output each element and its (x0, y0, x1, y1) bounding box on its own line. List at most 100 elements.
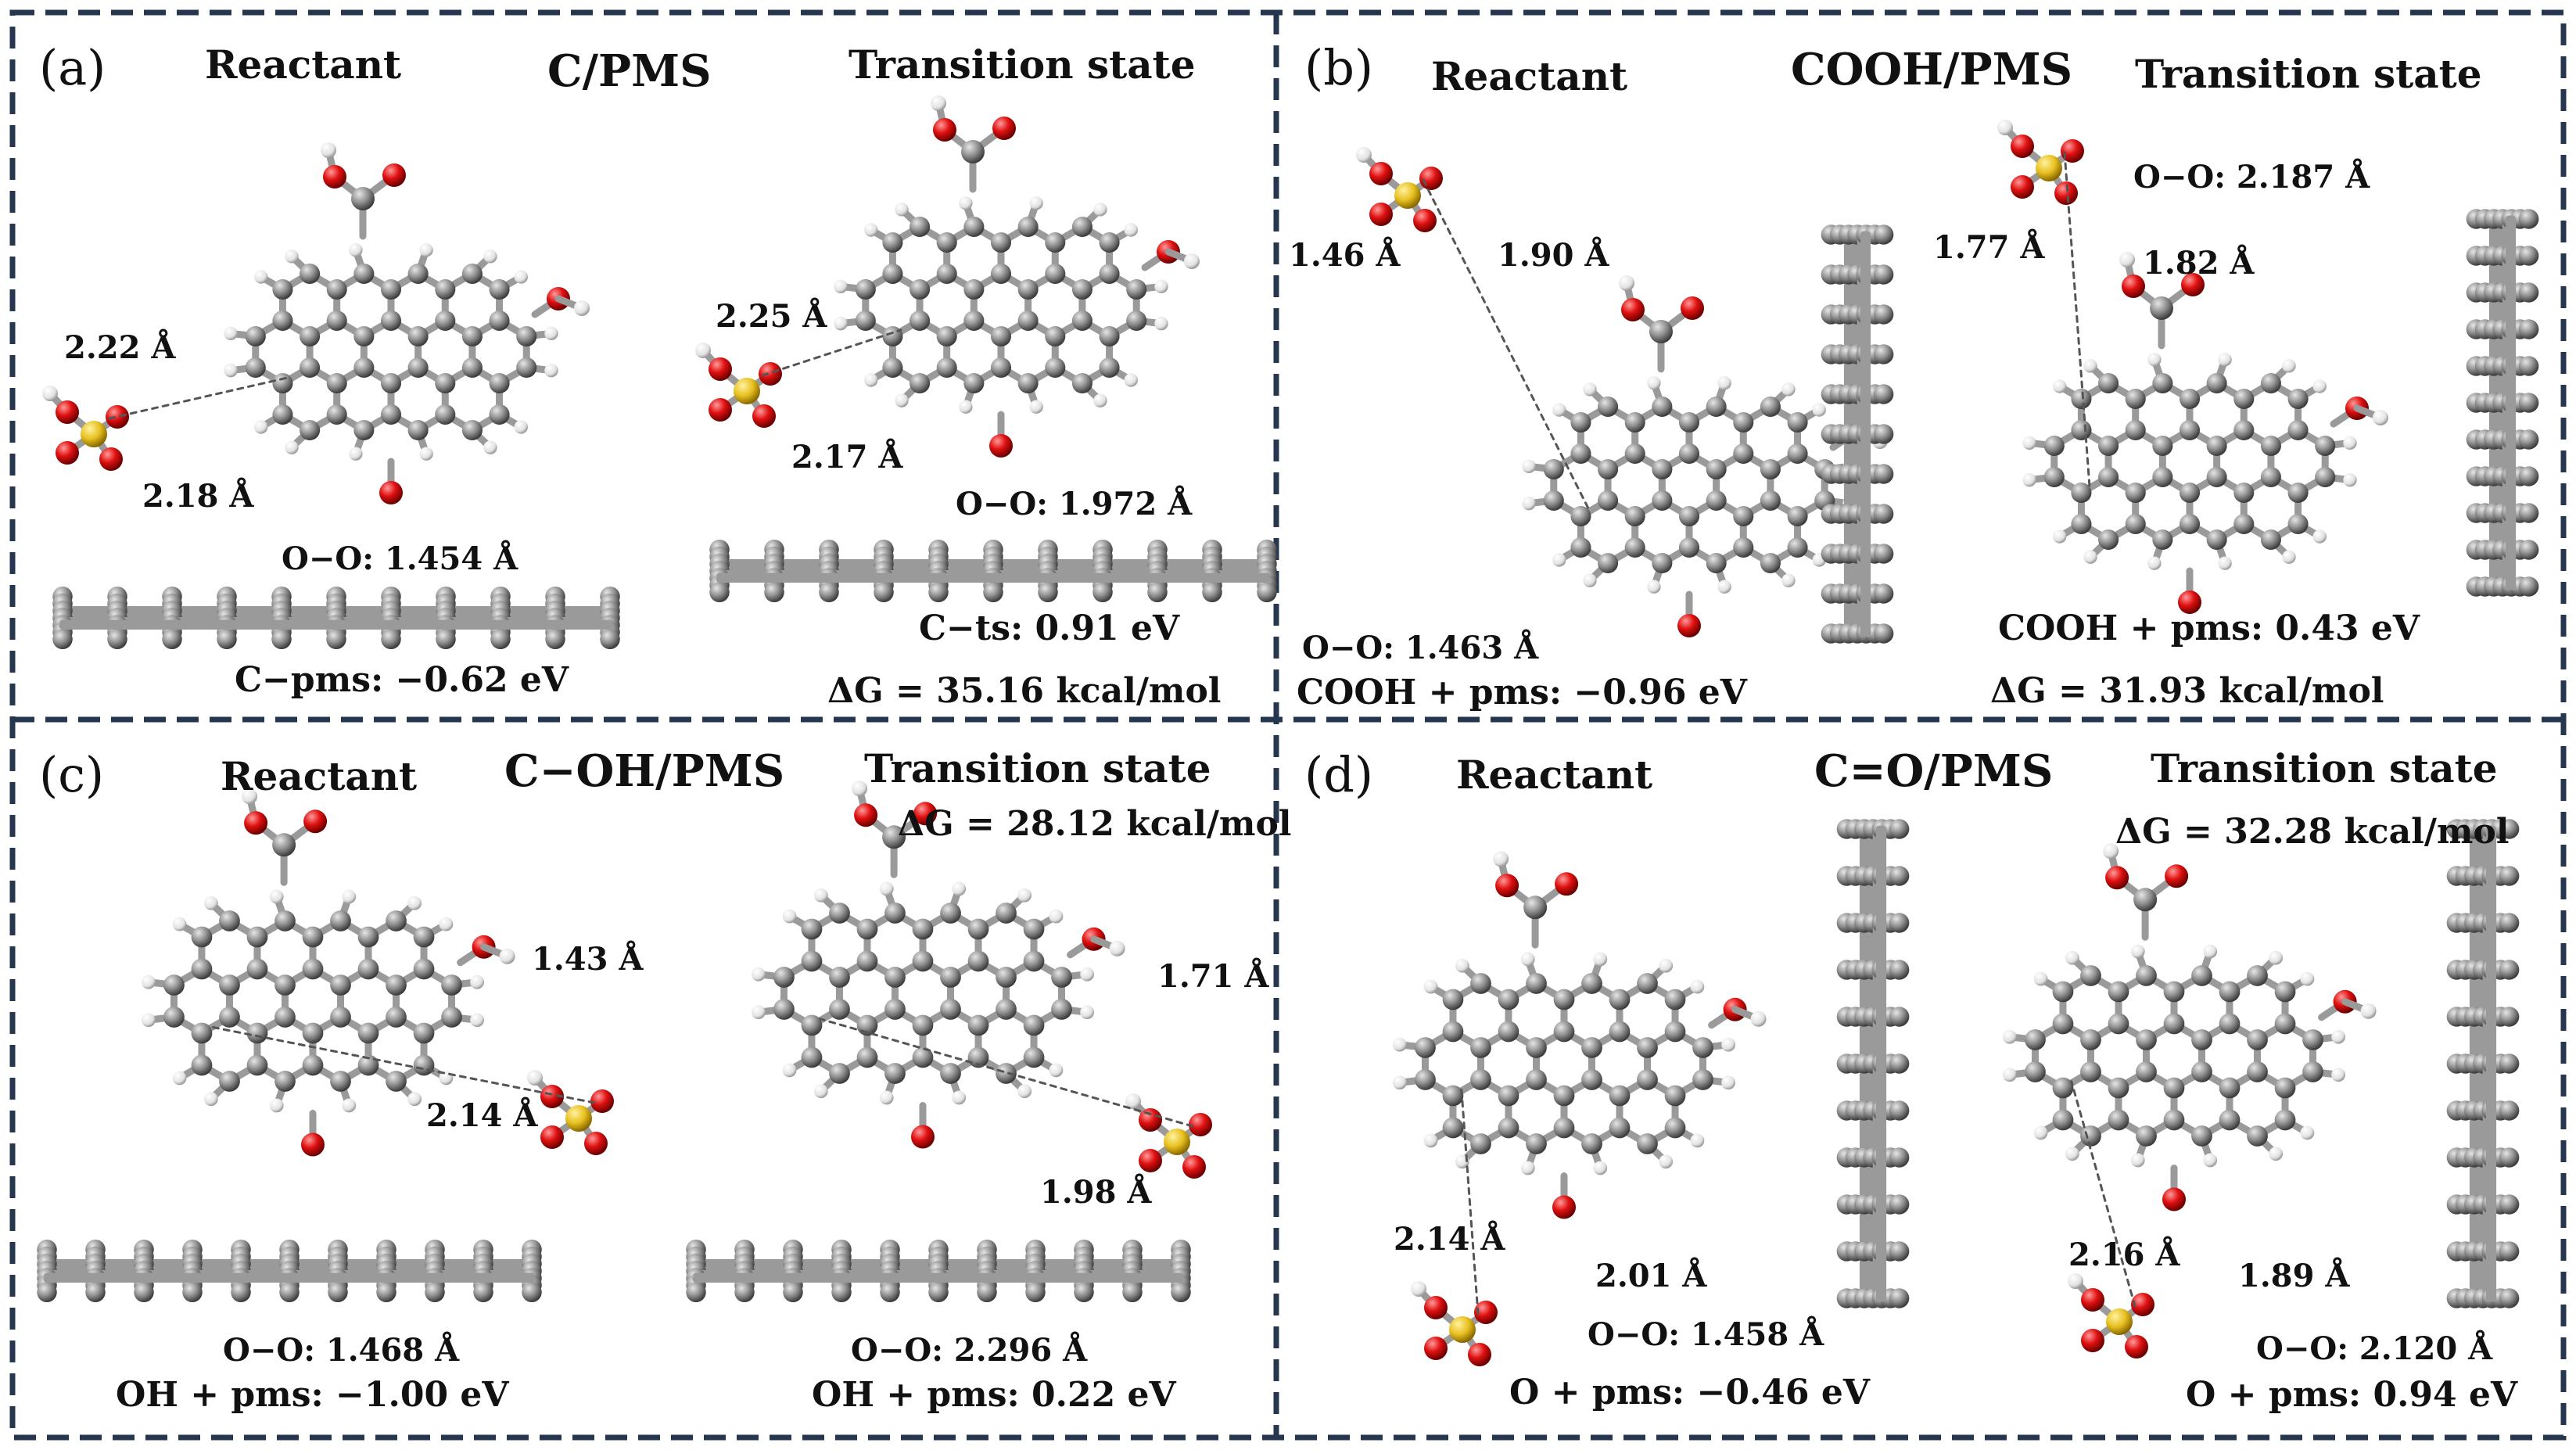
carbon-atom (1023, 1014, 1045, 1036)
hydrogen-bond (819, 1018, 1194, 1128)
hydrogen-atom (1080, 1005, 1095, 1020)
hydrogen-atom (1093, 393, 1107, 407)
carbon-atom (2302, 1029, 2323, 1050)
oxygen-atom (2011, 175, 2034, 199)
hydrogen-atom (1690, 1133, 1705, 1148)
carbon-atom (686, 1282, 706, 1303)
carbon-atom (928, 582, 949, 603)
oxygen-atom (323, 165, 346, 188)
carbon-atom (1889, 960, 1910, 980)
panel-d-distance-4: 1.89 Å (2238, 1258, 2350, 1294)
carbon-atom (37, 1282, 57, 1303)
hydrogen-atom (1717, 580, 1731, 594)
carbon-atom (1624, 505, 1645, 527)
carbon-atom (435, 310, 456, 332)
hydrogen-atom (952, 881, 967, 896)
carbon-atom (1045, 263, 1066, 285)
hydrogen-atom (834, 279, 848, 294)
carbon-atom (1609, 1117, 1631, 1139)
oxygen-atom (2105, 866, 2129, 890)
hydrogen-atom (2331, 1029, 2346, 1044)
hydrogen-atom (1392, 1075, 1407, 1090)
hydrogen-atom (544, 363, 558, 378)
carbon-atom (2287, 419, 2309, 441)
carbon-atom (1071, 278, 1092, 300)
panel-d-distance-2: 2.01 Å (1595, 1258, 1707, 1294)
carbon-atom (2206, 372, 2227, 394)
carbon-atom (330, 1071, 351, 1092)
carbon-atom (1092, 582, 1113, 603)
hydrogen-atom (2312, 379, 2327, 393)
carbon-atom (1553, 1021, 1575, 1043)
carbon-atom (1543, 458, 1564, 480)
carbon-atom (1045, 231, 1066, 253)
hydrogen-atom (285, 440, 299, 454)
carbon-atom (274, 974, 296, 996)
carbon-atom (2191, 1061, 2212, 1082)
carbon-atom (2052, 981, 2074, 1003)
carbon-atom (413, 1054, 435, 1076)
carbon-atom (801, 1014, 823, 1036)
hydrogen-atom (2218, 556, 2232, 570)
hydrogen-atom (321, 142, 336, 158)
hydrogen-atom (751, 1005, 766, 1020)
carbon-atom (271, 629, 292, 650)
hydrogen-atom (2053, 379, 2067, 393)
carbon-atom (764, 582, 784, 603)
sulfur-atom (1394, 182, 1421, 209)
carbon-atom (272, 833, 296, 857)
carbon-atom (882, 325, 903, 347)
oxygen-atom (379, 481, 403, 504)
carbon-atom (1637, 1037, 1658, 1058)
carbon-atom (909, 278, 931, 300)
oxygen-atom (759, 362, 782, 386)
carbon-atom (1889, 1194, 1910, 1215)
hydrogen-atom (2360, 1003, 2377, 1019)
panel-b-system-title: COOH/PMS (1791, 44, 2072, 95)
carbon-atom (2179, 388, 2201, 410)
carbon-atom (2098, 372, 2119, 394)
carbon-atom (2071, 388, 2092, 410)
carbon-atom (1526, 1037, 1547, 1058)
hydrogen-atom (1392, 1037, 1407, 1052)
carbon-atom (940, 1063, 961, 1084)
hydrogen-atom (285, 249, 299, 264)
carbon-atom (2179, 482, 2201, 504)
hydrogen-atom (2282, 359, 2296, 373)
carbon-atom (940, 967, 961, 988)
oxygen-atom (303, 809, 328, 834)
hydrogen-atom (2343, 436, 2357, 450)
hydrogen-atom (2002, 1068, 2017, 1082)
hydrogen-atom (1520, 1161, 1535, 1175)
carbon-atom (2499, 1194, 2520, 1215)
oxygen-atom (540, 1085, 564, 1108)
carbon-atom (1760, 396, 1781, 418)
hydrogen-atom (2083, 359, 2097, 373)
carbon-atom (1045, 357, 1066, 379)
carbon-atom (2315, 435, 2336, 457)
hydrogen-atom (2373, 410, 2388, 425)
carbon-atom (380, 310, 402, 332)
carbon-atom (1570, 537, 1591, 558)
carbon-atom (884, 967, 906, 988)
carbon-atom (1706, 490, 1727, 511)
carbon-atom (407, 325, 429, 347)
molecule-2 (1356, 147, 1888, 637)
oxygen-atom (382, 163, 406, 187)
carbon-atom (1017, 310, 1039, 332)
side-view-3 (2466, 209, 2539, 597)
hydrogen-atom (864, 223, 878, 237)
carbon-atom (2206, 466, 2227, 488)
hydrogen-atom (1411, 1281, 1426, 1297)
carbon-atom (1760, 552, 1781, 574)
oxygen-atom (99, 447, 123, 471)
carbon-atom (353, 263, 375, 285)
hydrogen-atom (349, 243, 363, 257)
panel-c-delta-g: ΔG = 28.12 kcal/mol (898, 804, 1292, 844)
outer-frame (9, 9, 2567, 1441)
carbon-atom (380, 278, 402, 300)
carbon-atom (2247, 1061, 2268, 1082)
carbon-atom (2163, 1077, 2185, 1099)
carbon-atom (912, 1014, 934, 1036)
hydrogen-atom (514, 420, 528, 434)
